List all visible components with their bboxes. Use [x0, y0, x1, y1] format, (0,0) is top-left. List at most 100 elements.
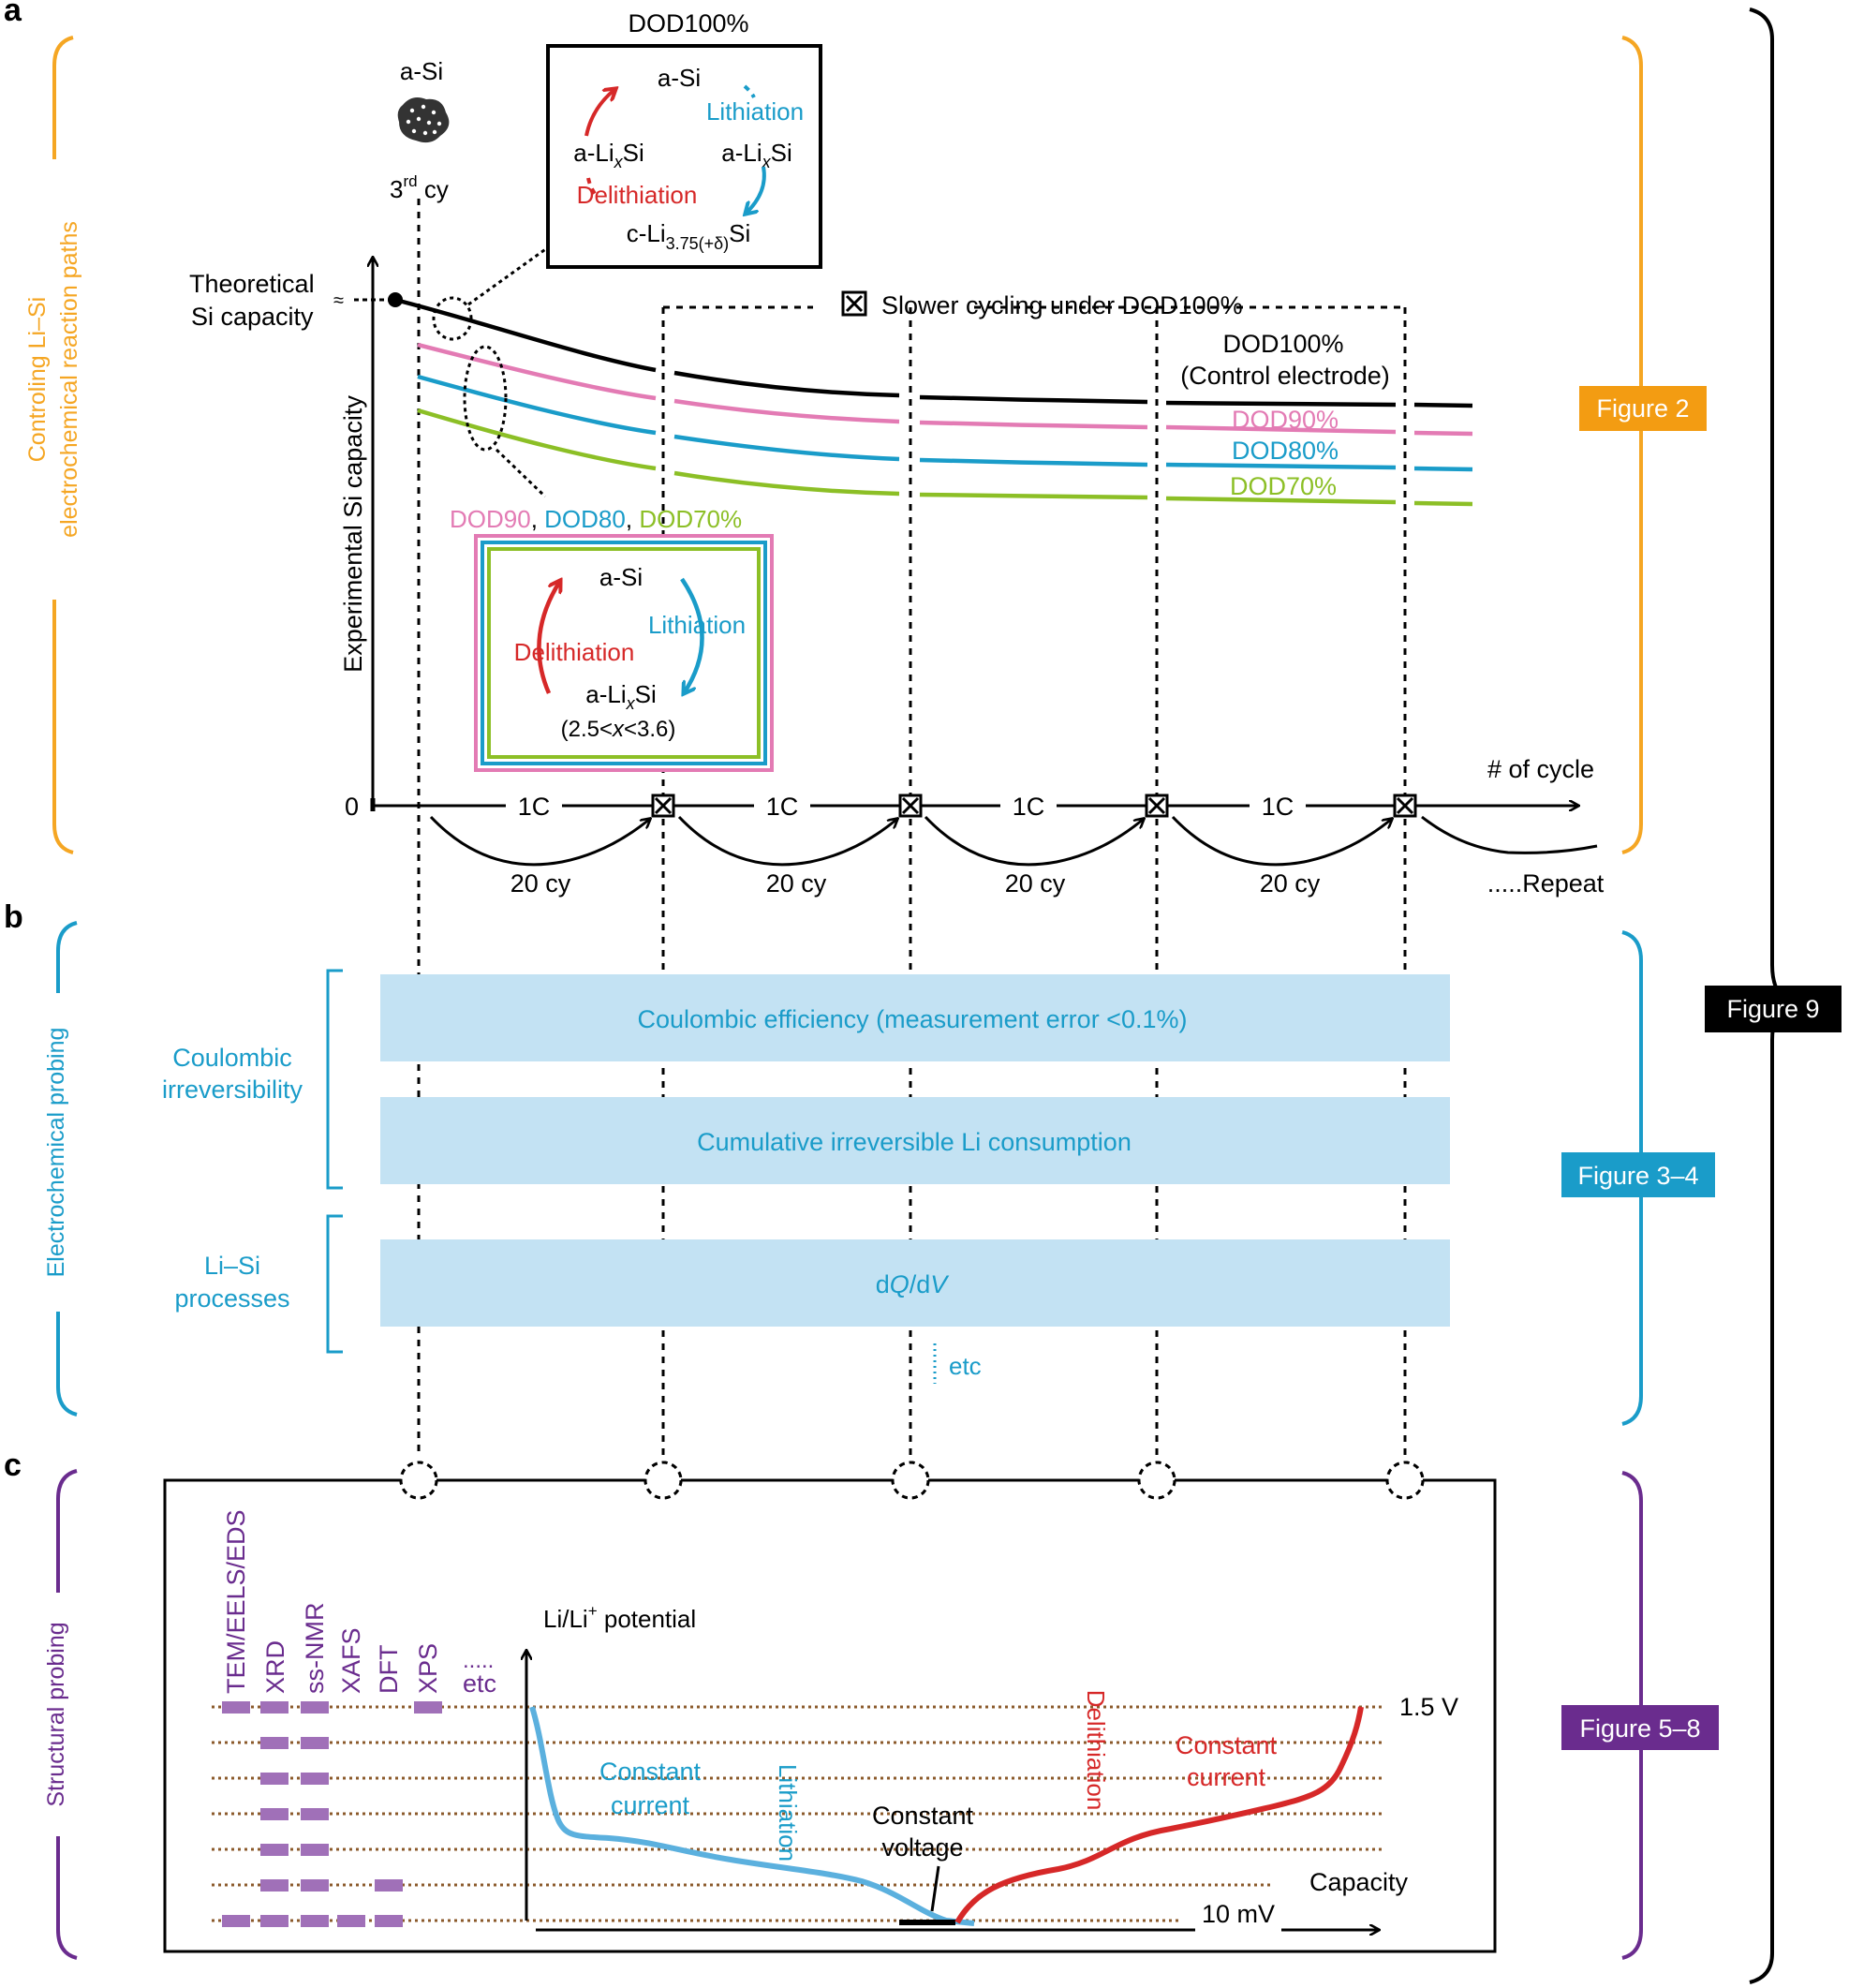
slower-cycling-label: Slower cycling under DOD100%: [881, 291, 1243, 319]
lisi-group-1: Li–Si: [204, 1252, 260, 1280]
zoom-connector-100: [467, 244, 552, 306]
left-bracket-a: [52, 36, 74, 854]
curve-dod70: [1165, 496, 1397, 505]
technique-dots: .....: [463, 1648, 494, 1673]
curve-dod100: [673, 370, 900, 398]
cycle-count: 20 cy: [766, 869, 827, 898]
coulombic-group-2: irreversibility: [162, 1076, 303, 1104]
left-bracket-c: [56, 1469, 78, 1960]
box100-lith-arrow: [746, 166, 766, 214]
curve-dod100: [1413, 402, 1473, 408]
slow-cycle-marker: [651, 794, 675, 818]
box100-title: DOD100%: [628, 9, 748, 37]
curve-dod80: [1165, 462, 1397, 470]
technique-ssnmr: ss-NMR: [301, 1603, 329, 1694]
coulombic-efficiency-label: Coulombic efficiency (measurement error …: [638, 1005, 1188, 1033]
boxpartial-mid: [481, 541, 767, 765]
cc-right-2: current: [1187, 1763, 1266, 1791]
cumulative-li-bar: [380, 1097, 1450, 1184]
cycle-markers: [651, 794, 1417, 818]
boxpartial-range: (2.5<x<3.6): [561, 717, 676, 742]
dod80-label: DOD80%: [1232, 437, 1339, 465]
dod100-label-2: (Control electrode): [1180, 362, 1390, 390]
rate-label: 1C: [1013, 793, 1045, 821]
curve-dod70: [919, 492, 1148, 500]
figure34-badge: [1561, 1152, 1715, 1197]
curve-dod70: [673, 470, 900, 497]
delithiation-vertical: Delithiation: [1082, 1690, 1110, 1811]
theoretical-label-2: Si capacity: [191, 303, 314, 331]
cv-label-2: voltage: [881, 1833, 963, 1862]
curve-dod90: [673, 398, 900, 424]
rate-labels: 1C 1C 1C 1C: [506, 793, 1306, 821]
curve-dod100: [394, 297, 657, 373]
technique-tem: TEM/EELS/EDS: [222, 1509, 250, 1694]
right-bracket-fig2: [1621, 36, 1643, 854]
cycle-count: 20 cy: [1005, 869, 1066, 898]
curve-dod70: [417, 408, 657, 471]
potential-axis-label: Li/Li+ potential: [543, 1602, 696, 1633]
lisi-group-2: processes: [174, 1284, 289, 1313]
panel-a-letter: a: [4, 0, 22, 28]
box100-lixsi-right: a-LixSi: [721, 139, 791, 171]
slow-cycle-marker: [1393, 794, 1417, 818]
brace-coulombic: [326, 969, 343, 1190]
technique-etc: etc: [463, 1669, 496, 1698]
cycle-count-labels: 20 cy 20 cy 20 cy 20 cy .....Repeat: [510, 869, 1605, 898]
curve-dod90: [1413, 430, 1473, 437]
box100-delith-arrow: [584, 89, 615, 137]
structural-box: [163, 1478, 1497, 1953]
third-cycle-label: 3rd cy: [390, 172, 449, 203]
cc-right-1: Constant: [1176, 1731, 1278, 1759]
brace-lisi: [326, 1214, 343, 1354]
figure2-label: Figure 2: [1596, 394, 1689, 423]
probe-circles-overlay: [399, 1461, 1425, 1500]
constant-voltage-pointer: [930, 1865, 940, 1912]
capacity-axis-label: Capacity: [1309, 1868, 1409, 1896]
technique-dft: DFT: [375, 1645, 403, 1694]
rate-label: 1C: [1262, 793, 1294, 821]
rate-label: 1C: [518, 793, 551, 821]
asi-particle-label: a-Si: [400, 57, 443, 85]
box100-delith-tail: [586, 177, 598, 197]
curve-dod80: [417, 374, 657, 436]
figure2-badge: [1579, 386, 1707, 431]
side-label-a: Controling Li–Si electrochemical reactio…: [24, 221, 82, 538]
curve-dod80: [1413, 466, 1473, 472]
slow-cycle-marker: [1145, 794, 1169, 818]
side-label-b: Electrochemical probing: [43, 1028, 69, 1278]
y-axis-label: Experimental Si capacity: [339, 395, 367, 673]
curve-dod100: [919, 394, 1148, 405]
cycle-count: 20 cy: [1260, 869, 1321, 898]
panel-c-letter: c: [4, 1447, 22, 1483]
voltage-top-label: 1.5 V: [1399, 1693, 1458, 1721]
panel-b-letter: b: [4, 899, 23, 935]
curve-dod70: [1413, 500, 1473, 507]
box100-asi: a-Si: [658, 64, 701, 92]
asi-particle-icon: [397, 97, 450, 143]
curve-dod80: [919, 457, 1148, 467]
theoretical-point: [388, 292, 403, 307]
technique-xafs: XAFS: [337, 1627, 365, 1694]
cumulative-li-label: Cumulative irreversible Li consumption: [697, 1128, 1132, 1156]
curve-dod80: [673, 434, 900, 462]
cycle-count: 20 cy: [510, 869, 571, 898]
coulombic-group-1: Coulombic: [172, 1044, 292, 1072]
theoretical-label-1: Theoretical: [189, 270, 315, 298]
zoom-connector-partial: [495, 448, 547, 498]
capacity-curves: [394, 297, 1473, 507]
svg-text:3rd cy: 3rd cy: [390, 172, 449, 203]
box100-cli: c-Li3.75(+δ)Si: [627, 219, 751, 253]
dod100-label-1: DOD100%: [1222, 330, 1343, 358]
technique-xrd: XRD: [261, 1640, 289, 1694]
figure58-badge: [1561, 1705, 1719, 1750]
curve-dod100: [1165, 400, 1397, 408]
boxpartial-lith-arrow: [680, 577, 704, 693]
x-zero-label: 0: [345, 793, 359, 821]
curve-dod90: [417, 342, 657, 401]
boxpartial-delithiation: Delithiation: [514, 638, 635, 666]
technique-xps: XPS: [414, 1643, 442, 1694]
figure9-label: Figure 9: [1726, 995, 1819, 1023]
repeat-label: .....Repeat: [1487, 869, 1605, 898]
